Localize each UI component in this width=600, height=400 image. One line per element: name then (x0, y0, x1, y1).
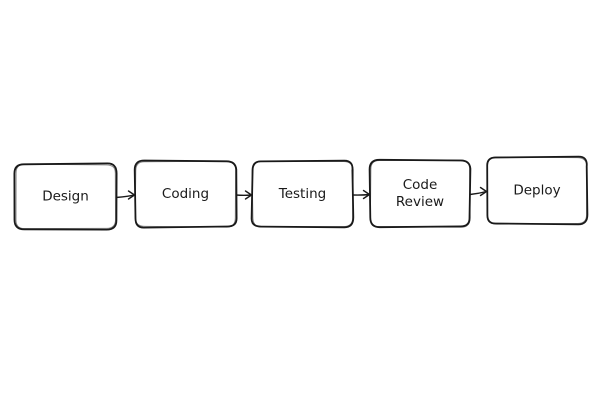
step-box-sketch-line (486, 156, 588, 225)
step-label: Testing (278, 186, 326, 202)
step-box-testing: Testing (250, 159, 355, 229)
step-label: Coding (162, 186, 209, 202)
step-box-sketch-line (369, 159, 471, 228)
step-box-outline (13, 162, 118, 231)
arrowhead-icon (479, 186, 488, 197)
step-label: Design (42, 189, 89, 205)
step-label: Code (403, 177, 438, 193)
step-box-sketch-line (251, 160, 354, 228)
step-box-design: Design (13, 162, 118, 231)
step-label: Review (396, 194, 444, 210)
step-box-deploy: Deploy (486, 155, 589, 226)
step-box-coding: Coding (133, 159, 238, 229)
step-box-sketch-line (15, 163, 116, 230)
step-label: Deploy (513, 183, 560, 199)
connector-arrow-3 (352, 193, 371, 196)
step-box-sketch-line (134, 160, 237, 228)
